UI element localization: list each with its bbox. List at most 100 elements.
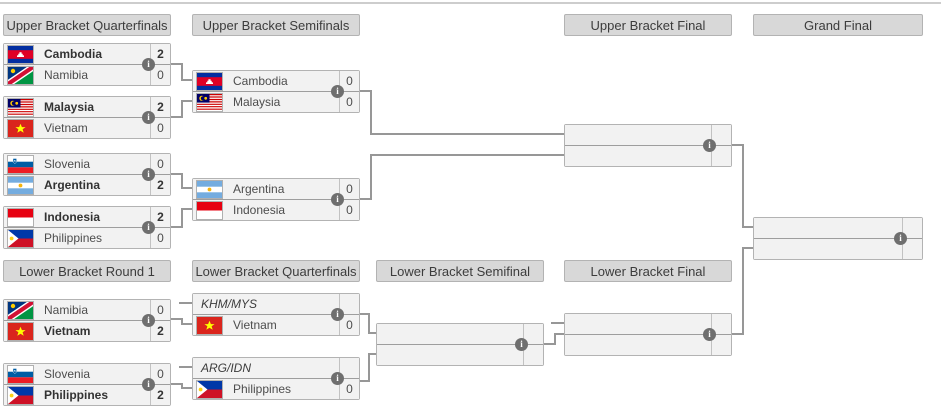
team-name: Malaysia (233, 95, 281, 109)
match-ub-quarterfinal-2: Malaysia 2 Vietnam 0 i (3, 96, 171, 139)
team-name: Namibia (44, 68, 89, 82)
info-icon[interactable]: i (142, 220, 155, 234)
bracket-connector (181, 100, 183, 118)
team-row: Slovenia 0 (4, 364, 170, 384)
team-row: Malaysia 0 (193, 91, 359, 112)
team-row-placeholder: ARG/IDN (193, 358, 359, 378)
bracket-connector (171, 63, 183, 65)
bracket-connector (370, 90, 372, 135)
bracket-connector-stub (179, 366, 192, 368)
flag-indonesia-icon (7, 207, 34, 227)
info-icon[interactable]: i (331, 307, 344, 321)
match-ub-quarterfinal-1: Cambodia 2 Namibia 0 i (3, 43, 171, 86)
match-grand-final: i (753, 217, 923, 260)
bracket-connector (360, 90, 372, 92)
team-name: Malaysia (44, 100, 95, 114)
info-icon[interactable]: i (331, 84, 344, 98)
team-score: 0 (339, 379, 359, 399)
bracket-connector (742, 144, 744, 228)
info-icon[interactable]: i (142, 110, 155, 124)
info-icon[interactable]: i (142, 57, 155, 71)
team-score (339, 294, 359, 314)
bracket-connector (368, 353, 370, 382)
team-name: Argentina (233, 182, 285, 196)
flag-cambodia-icon (7, 44, 34, 64)
placeholder-label: ARG/IDN (201, 361, 252, 375)
match-lb-semifinal: i (376, 323, 544, 366)
match-ub-semifinal-1: Cambodia 0 Malaysia 0 i (192, 70, 360, 113)
bracket-connector (732, 333, 744, 335)
info-icon[interactable]: i (142, 167, 155, 181)
team-row-placeholder: KHM/MYS (193, 294, 359, 314)
team-name: Philippines (233, 382, 292, 396)
team-row: Vietnam 0 (4, 117, 170, 138)
bracket-connector (544, 343, 556, 345)
flag-malaysia-icon (196, 92, 223, 112)
round-header-lower-bracket-round-1: Lower Bracket Round 1 (3, 260, 171, 282)
team-score: 2 (150, 321, 170, 341)
bracket-connector (181, 100, 192, 102)
team-score: 0 (150, 154, 170, 174)
bracket-connector (360, 198, 372, 200)
team-score (711, 146, 731, 166)
team-row (754, 238, 922, 259)
info-icon[interactable]: i (703, 138, 716, 152)
team-row: Namibia 0 (4, 300, 170, 320)
bracket-connector (181, 63, 183, 81)
team-score (902, 239, 922, 259)
bracket-connector (181, 208, 192, 210)
flag-cambodia-icon (196, 71, 223, 91)
round-header-lower-bracket-final: Lower Bracket Final (564, 260, 732, 282)
team-score: 0 (339, 71, 359, 91)
placeholder-label: KHM/MYS (201, 297, 258, 311)
bracket-connector (181, 318, 183, 325)
team-name: Namibia (44, 303, 89, 317)
match-ub-quarterfinal-3: Slovenia 0 Argentina 2 i (3, 153, 171, 196)
bracket-connector (370, 155, 372, 200)
team-name: Vietnam (44, 324, 91, 338)
flag-argentina-icon (7, 175, 34, 195)
bracket-connector (171, 116, 183, 118)
bracket-connector (742, 247, 753, 249)
round-header-upper-bracket-quarterfinals: Upper Bracket Quarterfinals (3, 14, 171, 36)
bracket-connector (732, 144, 744, 146)
flag-malaysia-icon (7, 97, 34, 117)
info-icon[interactable]: i (142, 377, 155, 391)
match-ub-semifinal-2: Argentina 0 Indonesia 0 i (192, 178, 360, 221)
match-lb-final: i (564, 313, 732, 356)
team-row: Indonesia 2 (4, 207, 170, 227)
team-score: 2 (150, 175, 170, 195)
team-row: Philippines 0 (4, 227, 170, 248)
bracket-connector (181, 208, 183, 228)
team-score: 0 (150, 228, 170, 248)
bracket-connector (181, 79, 192, 81)
team-row: Namibia 0 (4, 64, 170, 85)
bracket-connector (171, 226, 183, 228)
info-icon[interactable]: i (515, 337, 528, 351)
team-row (377, 344, 543, 365)
info-icon[interactable]: i (331, 371, 344, 385)
team-name: Slovenia (44, 157, 91, 171)
info-icon[interactable]: i (703, 327, 716, 341)
bracket-connector (360, 380, 370, 382)
bracket-connector (181, 383, 183, 389)
match-lb-quarterfinal-2: ARG/IDN Philippines 0 i (192, 357, 360, 400)
team-row: Slovenia 0 (4, 154, 170, 174)
team-score (902, 218, 922, 238)
team-name: Vietnam (233, 318, 277, 332)
bracket-connector (368, 332, 376, 334)
bracket-connector (370, 154, 564, 156)
flag-slovenia-icon (7, 364, 34, 384)
round-header-grand-final: Grand Final (753, 14, 923, 36)
team-score (711, 314, 731, 334)
info-icon[interactable]: i (142, 313, 155, 327)
team-row: Philippines 0 (193, 378, 359, 399)
flag-namibia-icon (7, 65, 34, 85)
info-icon[interactable]: i (894, 231, 907, 245)
team-row: Vietnam 0 (193, 314, 359, 335)
team-name: Cambodia (44, 47, 103, 61)
match-ub-quarterfinal-4: Indonesia 2 Philippines 0 i (3, 206, 171, 249)
flag-namibia-icon (7, 300, 34, 320)
info-icon[interactable]: i (331, 192, 344, 206)
team-row: Vietnam 2 (4, 320, 170, 341)
